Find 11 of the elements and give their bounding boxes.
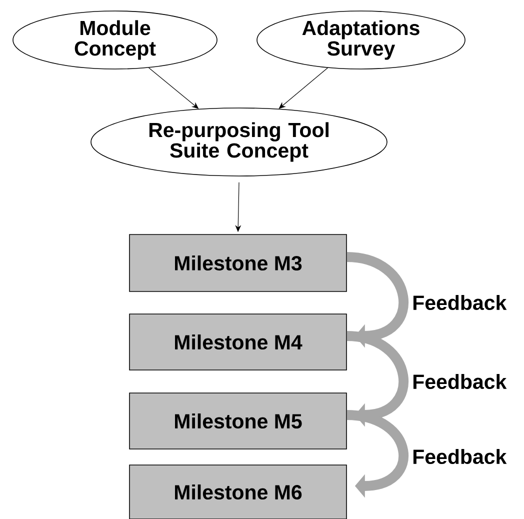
curved-block-arrow xyxy=(346,252,408,348)
milestone-box: Milestone M5 xyxy=(129,392,347,450)
edge-label: Feedback xyxy=(411,372,508,390)
curved-block-arrow xyxy=(346,331,408,427)
milestone-box: Milestone M4 xyxy=(129,314,347,370)
edge-label: Feedback xyxy=(411,448,508,466)
milestone-box: Milestone M3 xyxy=(129,234,347,292)
arrow xyxy=(278,68,328,109)
edge-label: Feedback xyxy=(411,294,508,312)
milestone-box: Milestone M6 xyxy=(129,464,347,519)
curved-block-arrow xyxy=(346,410,408,498)
